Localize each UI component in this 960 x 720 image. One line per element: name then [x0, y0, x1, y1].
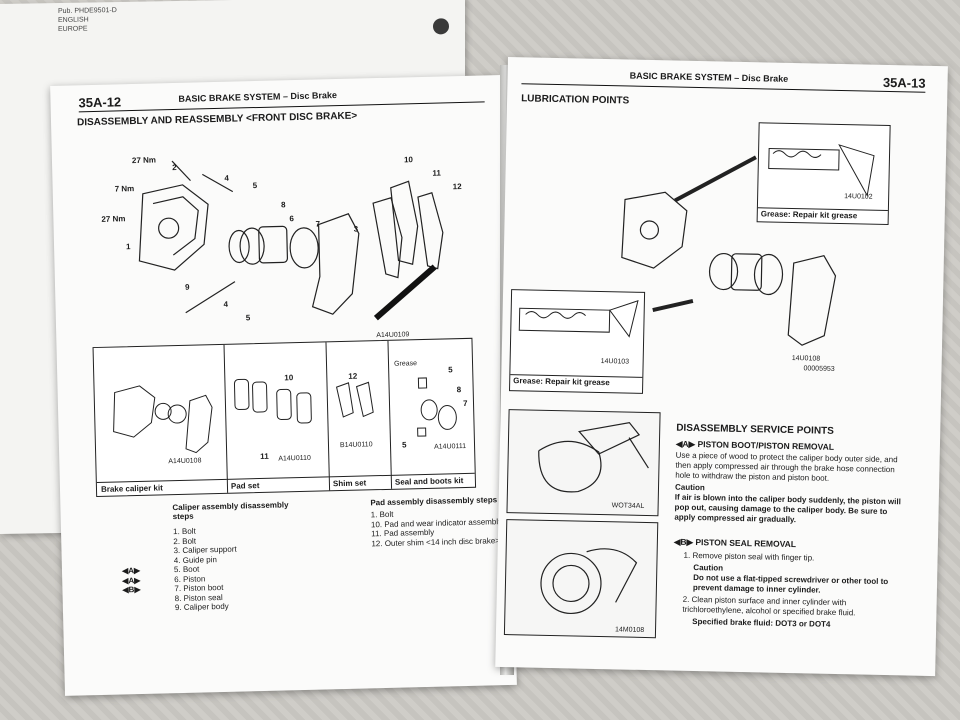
kit-panel: 10 11 A14U0110 Pad set	[223, 342, 331, 494]
air-gun-drawing	[538, 421, 649, 493]
point-b-step2: 2. Clean piston surface and inner cylind…	[682, 594, 856, 618]
kit-panel: Grease 5 8 7 5 A14U0111 Seal and boots k…	[387, 339, 476, 490]
list-item: 9. Caliper body	[174, 601, 229, 613]
torque-label: 27 Nm	[131, 155, 157, 166]
list-item: 3. Caliper support	[173, 544, 237, 556]
point-a-text: Use a piece of wood to protect the calip…	[675, 450, 898, 483]
publication-info: Pub. PHDE9501-D ENGLISH EUROPE	[58, 6, 117, 34]
point-a-caution: If air is blown into the caliper body su…	[674, 492, 901, 525]
caliper-steps-title: Caliper assembly disassembly steps	[172, 500, 289, 522]
figure-box: 14U0103 Grease: Repair kit grease	[509, 289, 646, 394]
right-header: BASIC BRAKE SYSTEM – Disc Brake 35A-13	[521, 65, 926, 93]
kit-panel: A14U0108 Brake caliper kit	[93, 344, 229, 497]
callout-7: 7	[315, 219, 321, 229]
caution-label: Caution	[693, 562, 724, 573]
marker-a: ◀A▶	[121, 565, 141, 576]
finger-removal-drawing	[540, 548, 638, 615]
callout-8: 8	[280, 200, 286, 210]
callout-5: 5	[448, 365, 453, 375]
figure-code: A14U0109	[376, 331, 410, 340]
callout-4b: 4	[223, 299, 229, 309]
callout-10: 10	[284, 373, 294, 383]
callout-5: 5	[252, 181, 258, 191]
punch-hole	[433, 18, 449, 35]
marker-b: ◀B▶	[122, 584, 141, 595]
kit-panel: 12 B14U0110 Shim set	[325, 340, 393, 491]
seal-detail-drawing	[518, 300, 639, 338]
shim-set-drawing	[335, 381, 374, 418]
caliper-steps-list: 1. Bolt 2. Bolt 3. Caliper support 4. Gu…	[173, 526, 238, 613]
left-header: 35A-12 BASIC BRAKE SYSTEM – Disc Brake	[78, 83, 485, 113]
grease-label: Grease	[393, 360, 418, 368]
callout-7: 7	[462, 398, 468, 409]
photo-seal-removal: 14M0108	[503, 519, 659, 639]
callout-5b: 5	[245, 313, 251, 323]
callout-12: 12	[452, 182, 462, 192]
figure-code: A14U0110	[278, 454, 311, 463]
photo-air-removal: WOT34AL	[506, 409, 661, 517]
torque-label: 27 Nm	[101, 214, 126, 224]
callout-3: 3	[353, 224, 359, 234]
header-title: BASIC BRAKE SYSTEM – Disc Brake	[629, 70, 789, 84]
callout-2: 2	[172, 162, 177, 173]
callout-4: 4	[224, 173, 230, 183]
callout-10: 10	[403, 155, 414, 165]
grease-caption: Grease: Repair kit grease	[510, 374, 643, 390]
boot-detail-drawing	[768, 144, 875, 198]
callout-8: 8	[456, 385, 462, 395]
figure-box: 14U0102 Grease: Repair kit grease	[756, 122, 891, 226]
caliper-drawing	[138, 160, 444, 321]
pub-region: EUROPE	[58, 25, 88, 34]
caution-label: Caution	[674, 482, 705, 493]
photo-code: WOT34AL	[611, 502, 645, 510]
left-page: 35A-12 BASIC BRAKE SYSTEM – Disc Brake D…	[50, 75, 517, 696]
header-title: BASIC BRAKE SYSTEM – Disc Brake	[178, 90, 338, 104]
right-page: BASIC BRAKE SYSTEM – Disc Brake 35A-13 L…	[495, 57, 948, 677]
figure-code: A14U0108	[168, 457, 202, 466]
callout-6: 6	[289, 214, 295, 224]
seal-kit-drawing	[417, 377, 457, 437]
page-number: 35A-12	[78, 94, 122, 111]
kit-panels: A14U0108 Brake caliper kit 10 11 A14U011…	[92, 337, 477, 498]
page-number: 35A-13	[882, 74, 926, 91]
callout-11: 11	[260, 451, 269, 462]
pad-set-drawing	[233, 378, 312, 424]
section-title: LUBRICATION POINTS	[521, 93, 630, 107]
figure-code: 00005953	[803, 365, 835, 373]
figure-code: 14U0108	[791, 355, 821, 363]
section-title: DISASSEMBLY AND REASSEMBLY <FRONT DISC B…	[76, 110, 358, 129]
panel-title: Shim set	[328, 474, 392, 491]
caliper-kit-drawing	[113, 385, 213, 454]
callout-11: 11	[432, 168, 441, 178]
callout-5b: 5	[401, 440, 407, 450]
service-points-title: DISASSEMBLY SERVICE POINTS	[676, 422, 834, 437]
pad-steps-title: Pad assembly disassembly steps	[370, 495, 498, 508]
point-b-caution: Do not use a flat-tipped screwdriver or …	[692, 572, 889, 595]
figure-code: B14U0110	[339, 441, 373, 450]
lubrication-drawing	[621, 155, 837, 346]
panel-title: Pad set	[226, 476, 330, 494]
figure-code: 14U0103	[600, 358, 630, 366]
panel-title: Seal and boots kit	[390, 472, 476, 490]
figure-code: A14U0111	[433, 442, 467, 451]
open-manual: 35A-12 BASIC BRAKE SYSTEM – Disc Brake D…	[50, 55, 955, 696]
photo-code: 14M0108	[614, 626, 645, 634]
pad-steps-list: 1. Bolt 10. Pad and wear indicator assem…	[371, 507, 503, 548]
torque-label: 7 Nm	[114, 184, 135, 194]
callout-9: 9	[184, 282, 190, 292]
marker-a: ◀A▶	[122, 575, 141, 585]
fluid-spec: Specified brake fluid: DOT3 or DOT4	[692, 616, 831, 629]
exploded-diagram	[71, 125, 496, 350]
callout-1: 1	[125, 242, 131, 252]
callout-12: 12	[348, 371, 358, 381]
service-markers: ◀A▶ ◀A▶ ◀B▶	[122, 566, 141, 595]
panel-title: Brake caliper kit	[96, 478, 228, 497]
point-b-title: ◀B▶ PISTON SEAL REMOVAL	[673, 536, 797, 550]
